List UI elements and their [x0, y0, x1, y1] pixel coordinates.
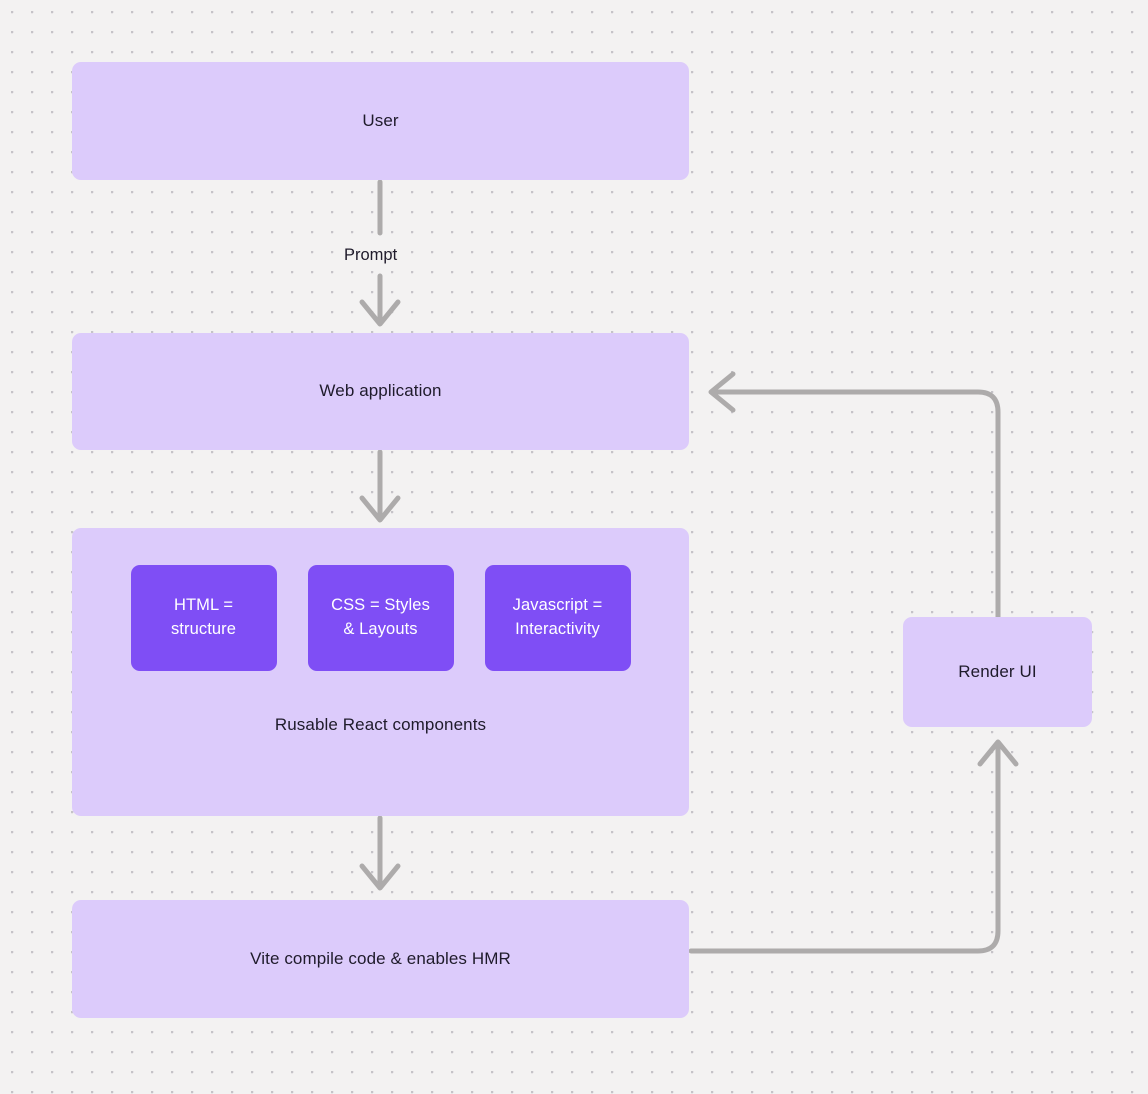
edge-components-to-vite[interactable] — [359, 815, 401, 891]
edge-label-prompt: Prompt — [344, 246, 398, 264]
node-user-label: User — [362, 110, 399, 130]
node-web-application-label: Web application — [319, 381, 442, 401]
sub-node-css-label: CSS = Styles & Layouts — [331, 596, 430, 638]
sub-node-css[interactable]: CSS = Styles & Layouts — [307, 565, 454, 671]
node-reusable-react-components[interactable]: HTML = structure CSS = Styles & Layouts … — [72, 528, 689, 816]
node-user[interactable]: User — [72, 62, 689, 180]
node-web-application[interactable]: Web application — [72, 333, 689, 450]
sub-node-row: HTML = structure CSS = Styles & Layouts … — [72, 565, 689, 671]
sub-node-javascript[interactable]: Javascript = Interactivity — [484, 565, 631, 671]
node-vite-label: Vite compile code & enables HMR — [250, 948, 511, 968]
node-render-ui-label: Render UI — [958, 661, 1037, 681]
node-reusable-react-components-label: Rusable React components — [274, 715, 487, 734]
edge-vite-to-render[interactable] — [688, 739, 1019, 954]
edge-webapp-to-components[interactable] — [359, 449, 401, 523]
sub-node-javascript-label: Javascript = Interactivity — [512, 596, 603, 638]
node-vite[interactable]: Vite compile code & enables HMR — [72, 900, 689, 1018]
node-render-ui[interactable]: Render UI — [903, 617, 1092, 727]
sub-node-html-label: HTML = structure — [170, 596, 237, 638]
sub-node-html[interactable]: HTML = structure — [130, 565, 277, 671]
edge-render-to-webapp[interactable] — [708, 371, 1001, 620]
